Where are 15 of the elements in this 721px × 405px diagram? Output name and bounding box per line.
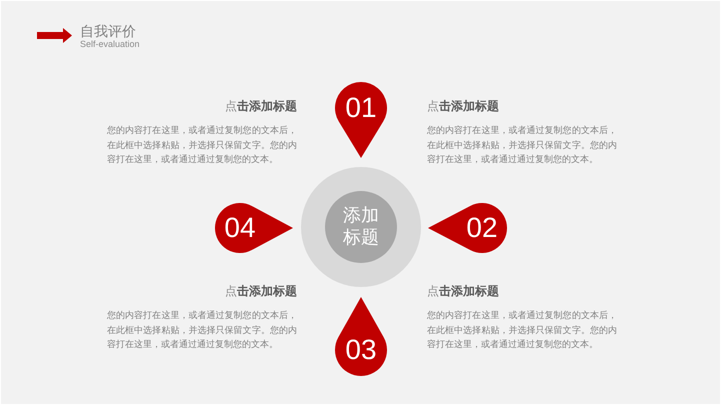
block-heading: 点击添加标题 (427, 99, 499, 113)
page-title: 自我评价 (80, 23, 136, 40)
description-text: 您的内容打在这里，或者通过复制您的文本后，在此框中选择粘贴，并选择只保留文字。您的内容打在这里，或者通过通过复制您的文本。 (427, 310, 617, 352)
block-heading: 点击添加标题 (427, 284, 499, 298)
pin-number: 04 (224, 214, 256, 242)
pin-number: 03 (345, 336, 377, 364)
description-text: 您的内容打在这里，或者通过复制您的文本后，在此框中选择粘贴，并选择只保留文字。您的内容打在这里，或者通过通过复制您的文本。 (427, 124, 617, 167)
block-heading: 点击添加标题 (225, 284, 297, 298)
subtitle: Self-evaluation (80, 39, 140, 50)
description-text: 您的内容打在这里，或者通过复制您的文本后，在此框中选择粘贴，并选择只保留文字。您的内容打在这里，或者通过通过复制您的文本。 (107, 310, 297, 352)
description-text: 您的内容打在这里，或者通过复制您的文本后，在此框中选择粘贴，并选择只保留文字。您的内容打在这里，或者通过通过复制您的文本。 (107, 124, 297, 167)
pin-number: 01 (345, 94, 377, 122)
center-title: 添加标题 (342, 205, 380, 249)
pin-number: 02 (466, 214, 498, 242)
block-heading: 点击添加标题 (225, 99, 297, 113)
